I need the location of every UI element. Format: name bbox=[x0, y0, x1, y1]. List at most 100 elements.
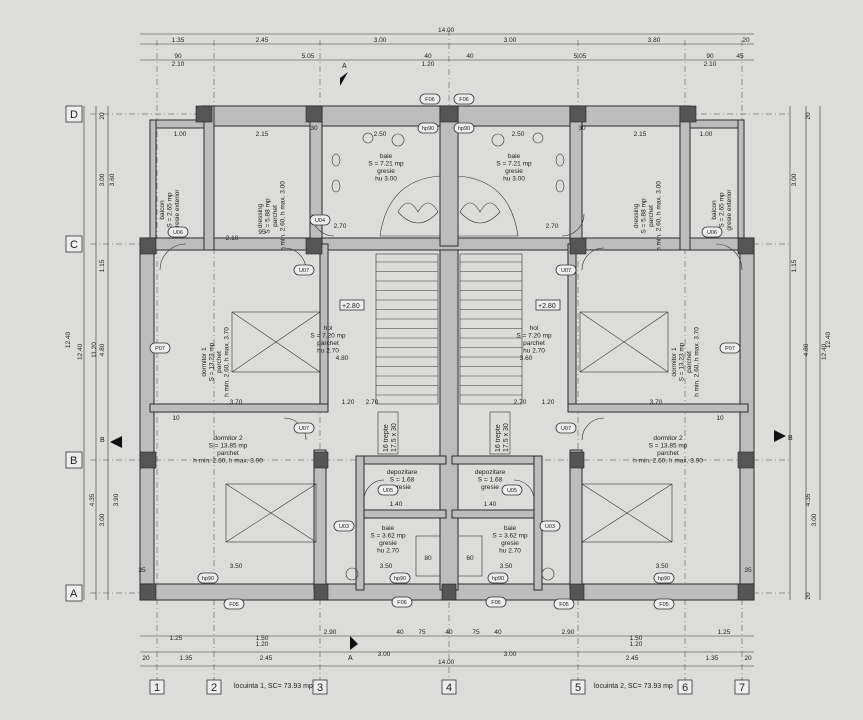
window-tag-frame bbox=[553, 598, 575, 610]
axis-number-3-label: 3 bbox=[317, 682, 323, 694]
dimension-text: 3.70 bbox=[650, 399, 663, 406]
room-label-line: h min. 2.60, h max. 3.70 bbox=[224, 327, 231, 397]
room-label-line: balcon bbox=[711, 200, 718, 220]
dimension-text: 40 bbox=[494, 629, 502, 636]
room-label-line: dormitor 2 bbox=[213, 435, 243, 442]
room-label-line: S = 7.21 mp bbox=[496, 161, 532, 168]
stair-label-left: 16 trepte bbox=[383, 424, 390, 452]
axis-letter-c bbox=[65, 235, 83, 253]
dimension-text: 1.00 bbox=[700, 131, 713, 138]
dimension-text: 1.15 bbox=[99, 259, 106, 272]
window-tag: F06 bbox=[425, 97, 434, 103]
room-label-line: S = 3.62 mp bbox=[370, 533, 406, 540]
room-label-line: dormitor 1 bbox=[201, 347, 208, 377]
axis-number-3 bbox=[312, 679, 328, 695]
room-label-line: parchet bbox=[523, 340, 545, 347]
room-label-line: gresie bbox=[379, 540, 397, 547]
door-swings bbox=[159, 213, 743, 501]
dimension-text: 3.00 bbox=[811, 513, 818, 526]
room-label-line: baie bbox=[508, 153, 521, 160]
door-tag-frame bbox=[309, 214, 331, 226]
room-label-line: S = 2.65 mp bbox=[167, 192, 174, 228]
dimension-text: 4.35 bbox=[805, 493, 812, 506]
room-label-line: gresie bbox=[393, 484, 411, 491]
window-tag: F06 bbox=[459, 97, 468, 103]
hp-tag-frame bbox=[653, 572, 675, 584]
dimension-text: 2.15 bbox=[634, 131, 647, 138]
axis-number-6 bbox=[677, 679, 693, 695]
axis-number-1-label: 1 bbox=[154, 682, 160, 694]
window-tag: F05 bbox=[229, 602, 238, 608]
dimension-text: 20 bbox=[99, 112, 106, 120]
dimension-text: 80 bbox=[424, 555, 432, 562]
dimension-text: 3.00 bbox=[378, 651, 391, 658]
room-label-line: gresie exterior bbox=[726, 189, 733, 231]
dimension-text: 12.40 bbox=[65, 331, 72, 348]
room-label-line: depozitare bbox=[387, 469, 418, 476]
door-tag: U07 bbox=[299, 426, 309, 432]
room-label-line: parchet bbox=[217, 450, 239, 457]
section-label-b-right: B bbox=[788, 435, 793, 442]
dimension-text: 1.40 bbox=[484, 501, 497, 508]
room-label-dressing-l: dressingS = 5.88 mpparcheth min. 2.60, h… bbox=[257, 181, 287, 251]
room-label-line: parchet bbox=[216, 351, 223, 373]
dimension-text: 1.15 bbox=[791, 259, 798, 272]
section-arrow-b-left bbox=[110, 436, 122, 448]
room-label-line: parchet bbox=[648, 205, 655, 227]
hp-tag: hp90 bbox=[202, 576, 214, 582]
room-label-line: depozitare bbox=[475, 469, 506, 476]
dimension-text: 2.90 bbox=[324, 629, 337, 636]
room-label-line: S = 1.68 bbox=[390, 477, 415, 484]
level-mark-right: +2.80 bbox=[538, 303, 556, 310]
room-label-line: dressing bbox=[257, 203, 264, 228]
dimension-text: 4.80 bbox=[803, 343, 810, 356]
window-tag: F06 bbox=[397, 600, 406, 606]
dimension-text: 1.35 bbox=[180, 655, 193, 662]
hp-tag-frame bbox=[417, 122, 439, 134]
dimension-text: 11.20 bbox=[91, 342, 98, 358]
dimension-text: 2.50 bbox=[512, 131, 525, 138]
axis-letter-c-label: C bbox=[70, 239, 78, 251]
axis-numbers: 1 2 3 4 5 6 7 bbox=[149, 679, 750, 695]
room-label-balcon-l: balconS = 2.65 mpgresie exterior bbox=[159, 189, 181, 231]
room-label-dorm1-r: dormitor 1S = 13.23 mpparcheth min. 2.60… bbox=[671, 327, 701, 397]
room-label-line: hu 2.70 bbox=[499, 548, 521, 555]
room-label-line: S = 13.23 mp bbox=[209, 342, 216, 381]
section-arrow-a-top bbox=[340, 72, 348, 86]
room-label-line: h min. 2.60, h max. 3.90 bbox=[633, 458, 703, 465]
section-markers: A A B B bbox=[100, 63, 793, 662]
dimension-text: 2.45 bbox=[626, 655, 639, 662]
dimension-text: 4.35 bbox=[89, 493, 96, 506]
door-tag: U03 bbox=[545, 524, 555, 530]
dimension-text: 1.20 bbox=[542, 399, 555, 406]
room-label-line: S = 7.20 mp bbox=[310, 333, 346, 340]
hp-tag-frame bbox=[197, 572, 219, 584]
room-label-line: S = 1.68 bbox=[478, 477, 503, 484]
room-label-line: gresie bbox=[505, 168, 523, 175]
dimension-text: 1.50 bbox=[630, 635, 643, 642]
hp-tag: hp90 bbox=[458, 126, 470, 132]
door-tag-frame bbox=[293, 422, 315, 434]
window-tag-frame bbox=[485, 596, 507, 608]
dimension-text: 3.00 bbox=[374, 37, 387, 44]
dimension-text: 3.60 bbox=[109, 173, 116, 186]
axis-letter-b-label: B bbox=[70, 455, 77, 467]
hp-tag-frame bbox=[453, 122, 475, 134]
door-tag: U04 bbox=[315, 218, 325, 224]
dimension-text: 60 bbox=[466, 555, 474, 562]
room-label-line: hol bbox=[324, 325, 333, 332]
section-arrow-b-right bbox=[774, 430, 786, 442]
hp-tag-frame bbox=[389, 572, 411, 584]
axis-letters: D C B A bbox=[65, 105, 83, 602]
dimension-text: 2.50 bbox=[374, 131, 387, 138]
door-tag: U03 bbox=[339, 524, 349, 530]
axis-letter-d bbox=[65, 105, 83, 123]
dimension-text: 2.10 bbox=[704, 61, 717, 68]
dimension-text: 1.00 bbox=[174, 131, 187, 138]
